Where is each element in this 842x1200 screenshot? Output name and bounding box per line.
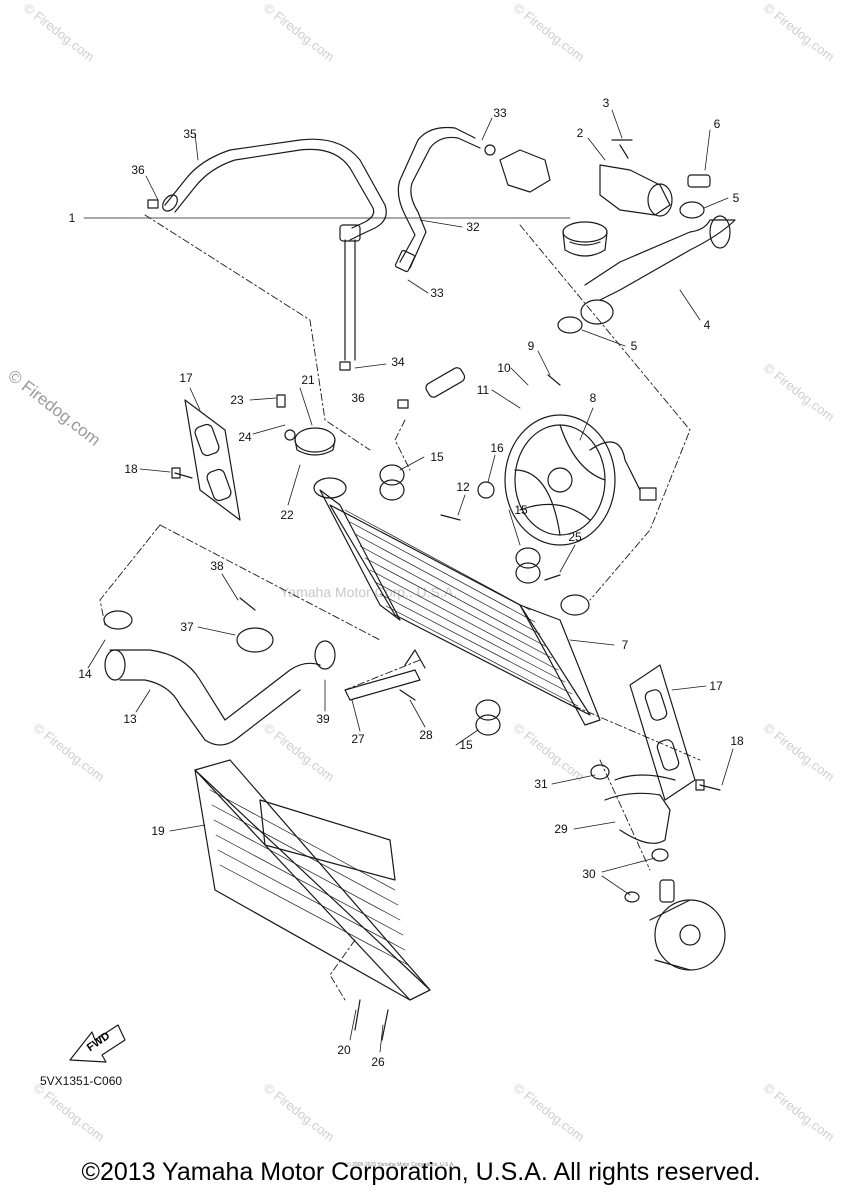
fan <box>504 414 657 546</box>
radiator <box>313 477 601 726</box>
thermostat <box>562 221 608 257</box>
callout-20: 20 <box>337 1043 351 1057</box>
callout-10: 10 <box>497 361 511 375</box>
callout-8: 8 <box>589 391 597 405</box>
callout-24: 24 <box>238 430 252 444</box>
hose-35 <box>162 138 387 361</box>
callout-5a: 5 <box>732 191 740 205</box>
callout-32: 32 <box>466 220 480 234</box>
callout-39: 39 <box>316 712 330 726</box>
callout-31: 31 <box>534 777 548 791</box>
radiator-guard <box>194 759 431 1001</box>
bracket-17-left <box>184 399 241 521</box>
callout-16: 16 <box>490 441 504 455</box>
hose-32 <box>394 126 481 273</box>
diagram-code: 5VX1351-C060 <box>40 1074 123 1088</box>
callout-23: 23 <box>230 393 244 407</box>
callout-18b: 18 <box>730 734 744 748</box>
bracket-27 <box>344 649 426 701</box>
callout-29: 29 <box>554 822 568 836</box>
tiny-copyright: (c) 2005-2015 Yamaha Motor Corporation, … <box>345 1162 455 1168</box>
hose-4 <box>580 215 736 325</box>
callout-34: 34 <box>391 355 405 369</box>
callout-25: 25 <box>568 530 582 544</box>
callout-2: 2 <box>576 126 584 140</box>
callout-13: 13 <box>123 712 137 726</box>
callout-14: 14 <box>78 667 92 681</box>
callout-15c: 15 <box>459 738 473 752</box>
callout-35: 35 <box>183 127 197 141</box>
callout-36b: 36 <box>351 391 365 405</box>
callout-15b: 15 <box>514 503 528 517</box>
clamps <box>557 174 711 334</box>
callout-7: 7 <box>621 638 629 652</box>
callout-18a: 18 <box>124 462 138 476</box>
callout-33a: 33 <box>493 106 507 120</box>
assembly-lines <box>99 214 701 1001</box>
callout-17b: 17 <box>709 679 723 693</box>
dampers <box>379 464 541 736</box>
callout-17a: 17 <box>179 371 193 385</box>
callout-28: 28 <box>419 728 433 742</box>
lower-hose <box>103 610 336 746</box>
leader-lines <box>83 109 734 1053</box>
center-watermark: Yamaha Motor Corp., U.S.A. <box>280 584 458 600</box>
callout-33b: 33 <box>430 286 444 300</box>
oil-cooler <box>590 764 726 971</box>
callout-12: 12 <box>456 480 470 494</box>
callout-5b: 5 <box>630 339 638 353</box>
callout-30: 30 <box>582 867 596 881</box>
callout-9: 9 <box>527 339 535 353</box>
callout-38: 38 <box>210 559 224 573</box>
copyright-footer: ©2013 Yamaha Motor Corporation, U.S.A. A… <box>81 1158 761 1186</box>
callout-21: 21 <box>301 373 315 387</box>
fwd-arrow-icon <box>69 1024 126 1063</box>
callout-37: 37 <box>180 620 194 634</box>
callout-22: 22 <box>280 508 294 522</box>
callout-26: 26 <box>371 1055 385 1069</box>
callout-6: 6 <box>713 117 721 131</box>
callout-11: 11 <box>476 383 490 397</box>
thermostat-housing <box>484 139 673 217</box>
callout-15a: 15 <box>430 450 444 464</box>
callout-27: 27 <box>351 732 365 746</box>
callout-19: 19 <box>151 824 165 838</box>
callout-3: 3 <box>602 96 610 110</box>
callout-4: 4 <box>703 318 711 332</box>
callout-1: 1 <box>68 211 76 225</box>
bolts <box>147 199 721 1041</box>
radiator-cap <box>294 427 336 456</box>
callout-36a: 36 <box>131 163 145 177</box>
bracket-17-right <box>629 664 696 801</box>
